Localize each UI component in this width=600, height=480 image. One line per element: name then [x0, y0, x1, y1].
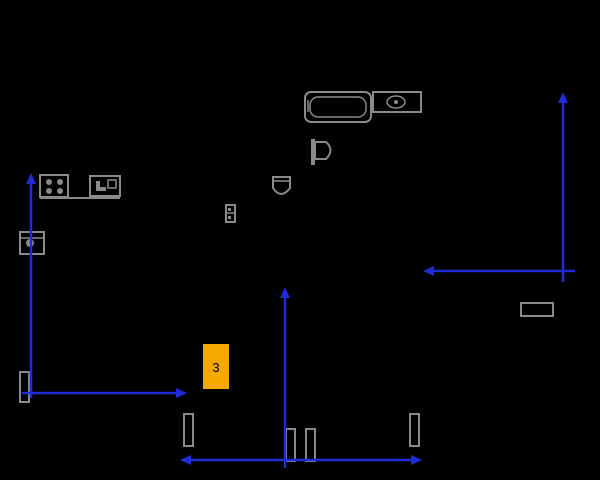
dimension-line-right-vertical [558, 92, 568, 282]
washbasin-icon [272, 176, 291, 195]
dimension-line-bottom-horizontal [180, 455, 422, 465]
socket-icon [225, 204, 236, 223]
toilet-icon [311, 139, 332, 165]
room-marker-label: 3 [212, 360, 219, 375]
door-frame-icon [305, 428, 316, 462]
dimension-line-center-vertical [280, 287, 290, 468]
door-frame-icon [520, 302, 554, 317]
dimension-line-left-vertical [26, 173, 36, 398]
dimension-line-right-horizontal [423, 266, 575, 276]
door-frame-icon [19, 371, 30, 403]
door-frame-icon [409, 413, 420, 447]
room-marker-badge[interactable]: 3 [203, 344, 229, 389]
door-frame-icon [183, 413, 194, 447]
bathtub-icon [304, 91, 372, 123]
sink-icon [372, 91, 422, 113]
dimension-line-left-horizontal [22, 388, 187, 398]
stove-icon [39, 174, 69, 198]
door-frame-icon [285, 428, 296, 462]
kitchen-sink-icon [89, 175, 121, 197]
